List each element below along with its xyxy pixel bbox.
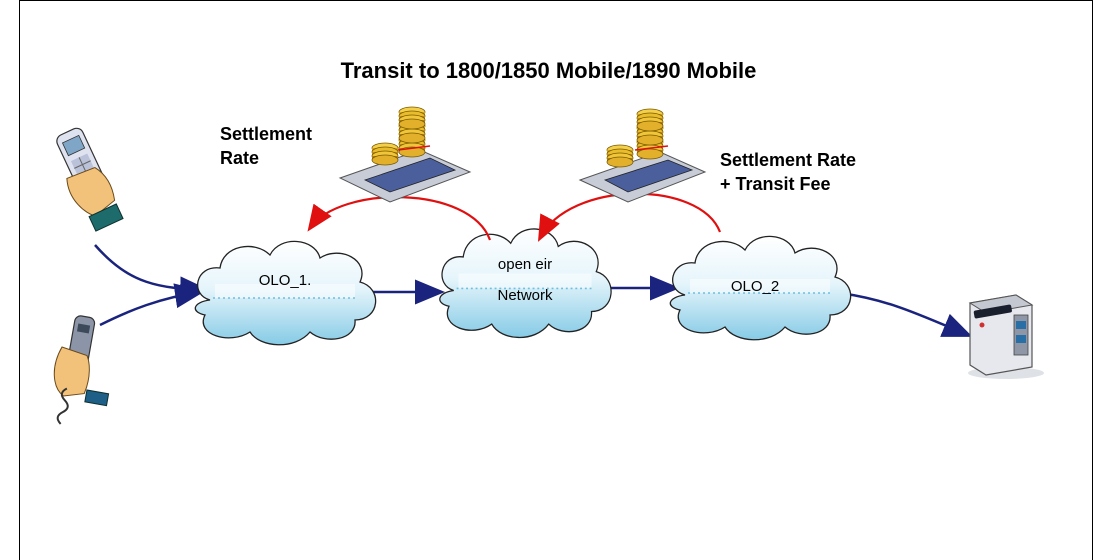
- coins-stack-icon: [578, 108, 707, 203]
- cloud-openeir-label-line1: open eir: [497, 256, 553, 273]
- coins-stack-icon: [338, 106, 472, 203]
- desk-phone-icon: [53, 315, 110, 425]
- cloud-olo1: [194, 240, 377, 346]
- diagram-frame: [19, 0, 1093, 560]
- cloud-openeir: [439, 228, 612, 339]
- flow-arrow-desk-to-olo1: [99, 283, 205, 327]
- flow-arrow-mobile-to-olo1: [94, 244, 210, 302]
- settlement-transit-label: Settlement Rate + Transit Fee: [720, 148, 856, 196]
- settlement-rate-label-line1: Settlement: [220, 124, 313, 144]
- handset-device-icon: [968, 294, 1044, 379]
- settlement-transit-label-line1: Settlement Rate: [720, 150, 857, 170]
- settlement-transit-label-line2: + Transit Fee: [720, 174, 831, 194]
- flow-arrow-olo2-to-device: [839, 291, 973, 337]
- cloud-openeir-label-line2: Network: [497, 287, 553, 304]
- diagram-title: Transit to 1800/1850 Mobile/1890 Mobile: [340, 58, 757, 83]
- settlement-rate-label-line2: Rate: [220, 148, 260, 168]
- cloud-olo1-label: OLO_1.: [258, 272, 312, 289]
- payment-arrow-left: [307, 196, 492, 241]
- mobile-phone-icon: [56, 127, 124, 232]
- cloud-olo2-label: OLO_2: [730, 278, 780, 295]
- settlement-rate-label: Settlement Rate: [220, 122, 312, 170]
